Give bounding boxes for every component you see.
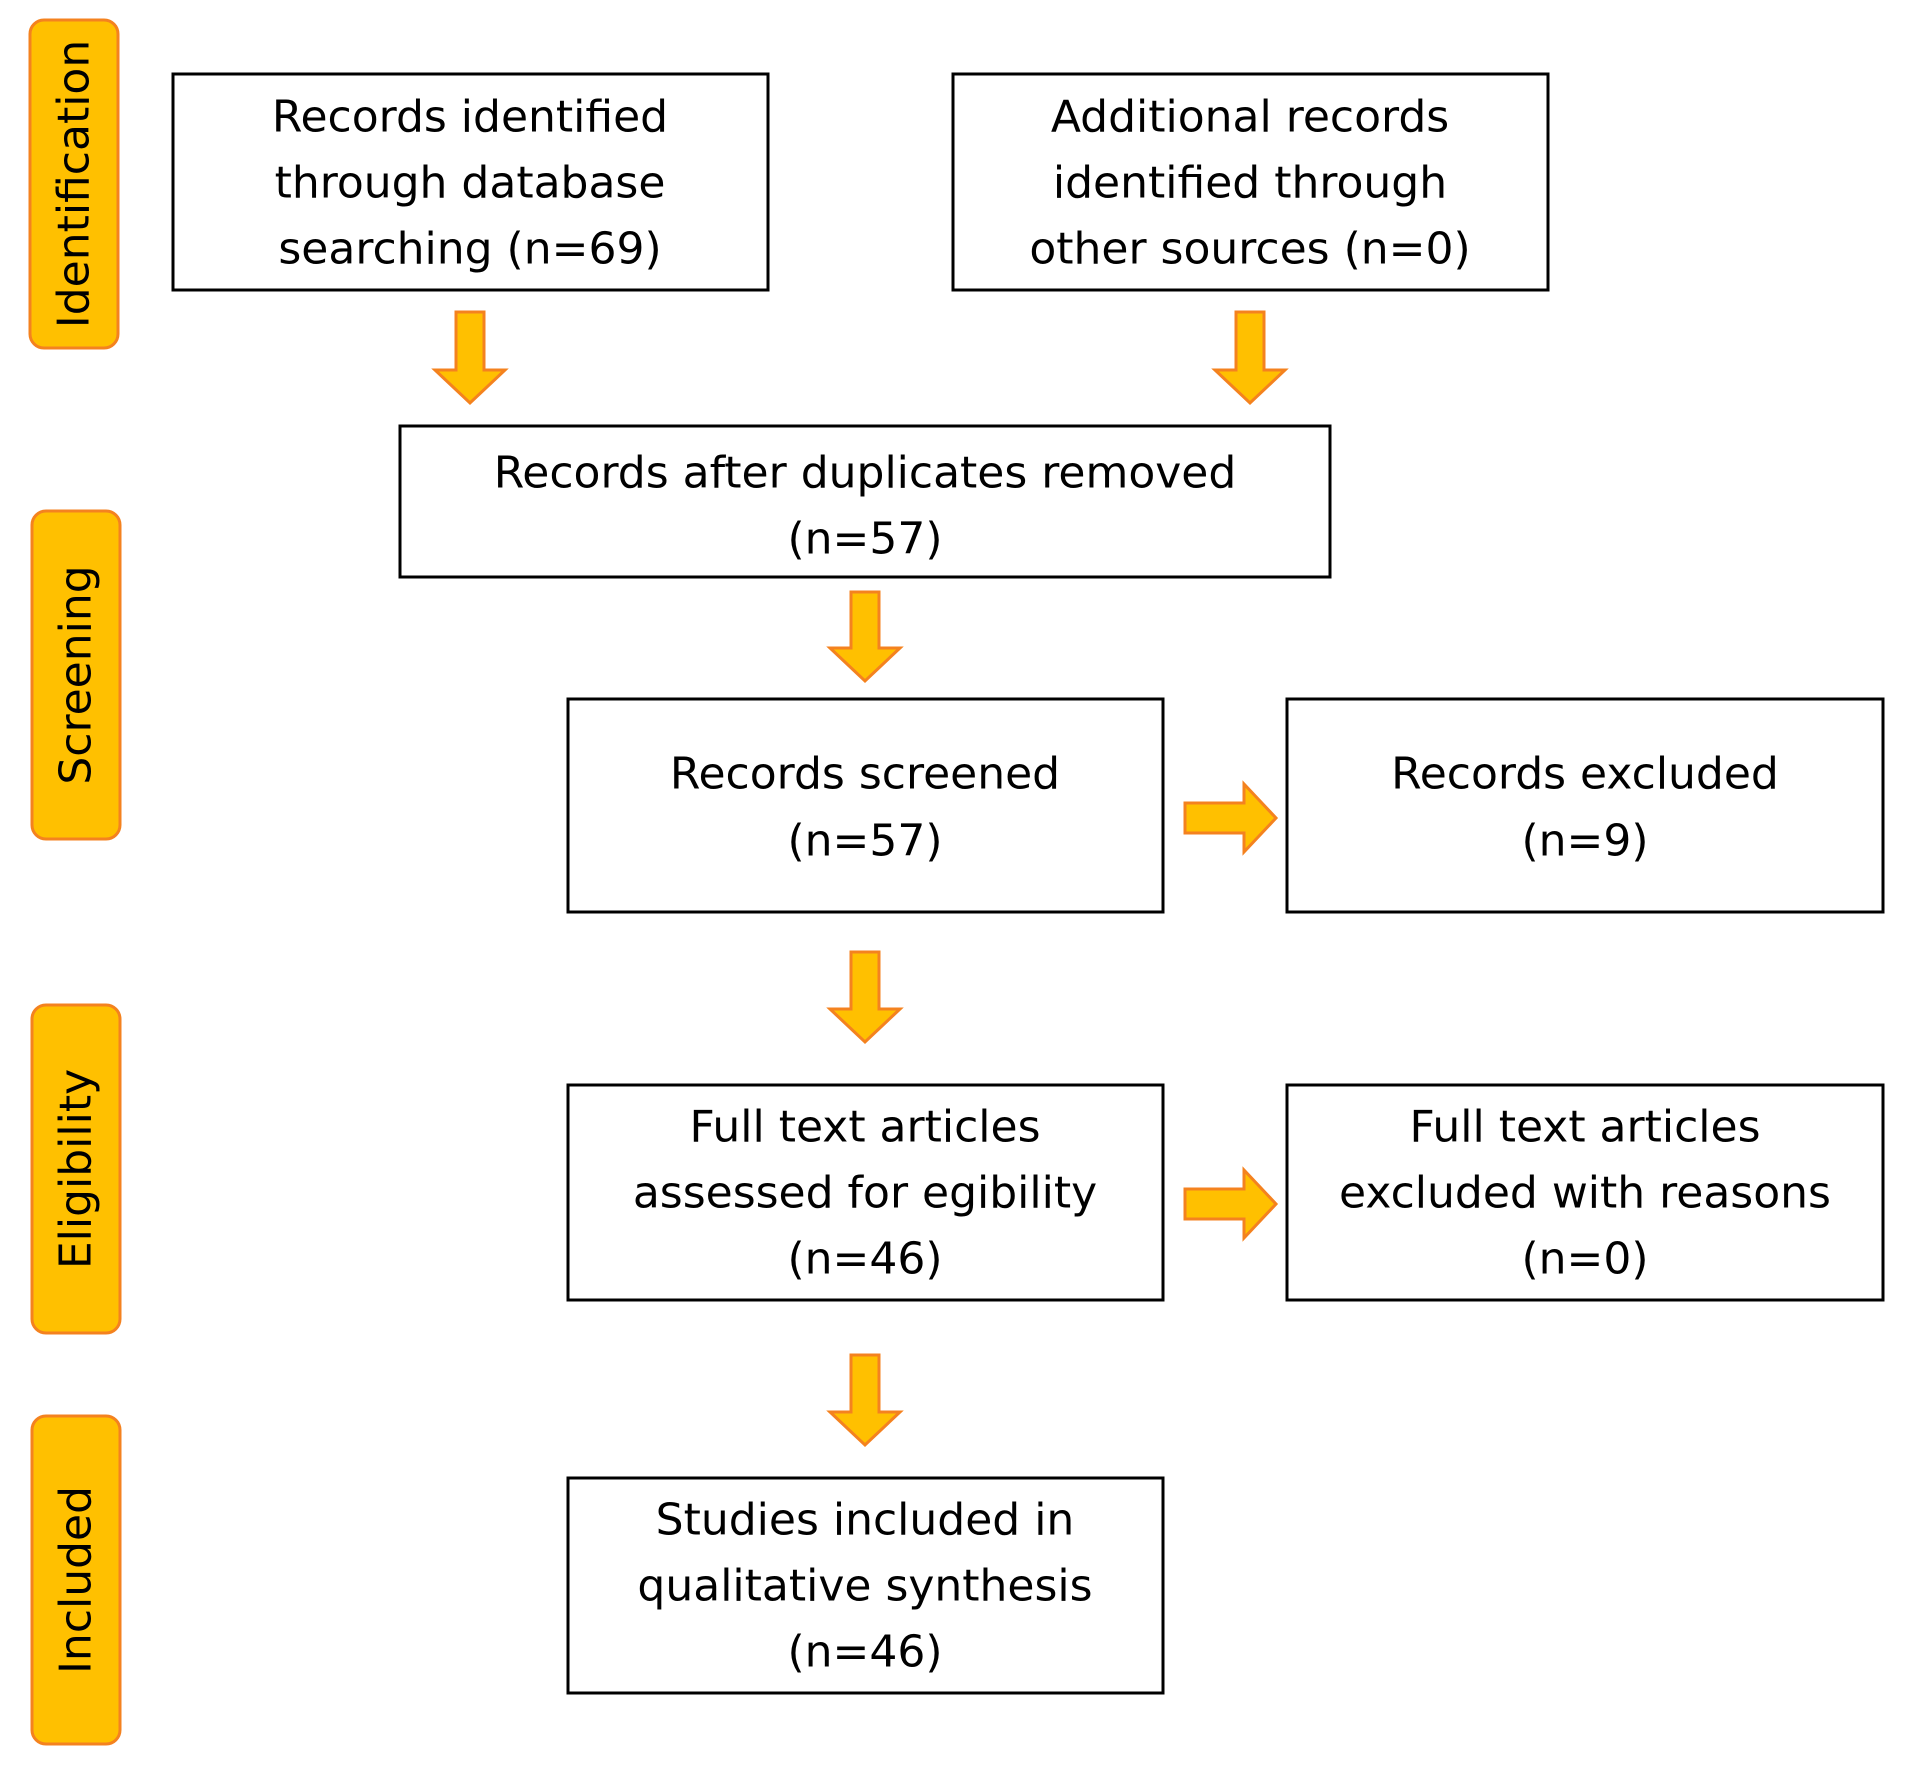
phase-label: Included — [51, 1486, 102, 1674]
box-duplicates-removed: Records after duplicates removed (n=57) — [398, 424, 1332, 579]
phase-label: Identification — [49, 40, 100, 329]
box-line: through database — [275, 158, 666, 209]
box-line: excluded with reasons — [1339, 1168, 1831, 1219]
box-studies-included: Studies included in qualitative synthesi… — [566, 1476, 1165, 1695]
box-line: Full text articles — [690, 1102, 1041, 1153]
phase-label: Eligibility — [51, 1069, 102, 1269]
arrow-down-icon — [826, 1353, 904, 1448]
arrow-down-icon — [826, 590, 904, 684]
phase-identification: Identification — [28, 18, 120, 350]
box-fulltext-excluded: Full text articles excluded with reasons… — [1285, 1083, 1885, 1302]
box-line: Additional records — [1051, 92, 1449, 143]
phase-screening: Screening — [30, 509, 122, 841]
arrow-down-icon — [1211, 310, 1289, 406]
box-line: identified through — [1053, 158, 1447, 209]
box-line: (n=57) — [787, 514, 942, 565]
box-line: Full text articles — [1410, 1102, 1761, 1153]
box-records-excluded: Records excluded (n=9) — [1285, 697, 1885, 914]
arrow-right-icon — [1183, 1166, 1279, 1242]
box-line: Records excluded — [1391, 749, 1779, 800]
box-line: other sources (n=0) — [1029, 224, 1470, 275]
box-fulltext-assessed: Full text articles assessed for egibilit… — [566, 1083, 1165, 1302]
arrow-down-icon — [431, 310, 509, 406]
box-line: assessed for egibility — [633, 1168, 1097, 1219]
arrow-right-icon — [1183, 780, 1279, 856]
box-line: searching (n=69) — [278, 224, 661, 275]
box-records-screened: Records screened (n=57) — [566, 697, 1165, 914]
box-line: Records after duplicates removed — [494, 448, 1237, 499]
box-line: (n=57) — [787, 816, 942, 867]
box-line: (n=0) — [1521, 1234, 1648, 1285]
box-line: (n=9) — [1521, 816, 1648, 867]
arrow-down-icon — [826, 950, 904, 1045]
box-line: qualitative synthesis — [637, 1561, 1092, 1612]
box-additional-records: Additional records identified through ot… — [951, 72, 1550, 292]
phase-included: Included — [30, 1414, 122, 1746]
phase-label: Screening — [51, 565, 102, 784]
phase-eligibility: Eligibility — [30, 1003, 122, 1335]
box-line: Studies included in — [656, 1495, 1075, 1546]
box-line: (n=46) — [787, 1234, 942, 1285]
box-line: Records identified — [272, 92, 668, 143]
box-line: Records screened — [670, 749, 1060, 800]
box-database-records: Records identified through database sear… — [171, 72, 770, 292]
box-line: (n=46) — [787, 1627, 942, 1678]
